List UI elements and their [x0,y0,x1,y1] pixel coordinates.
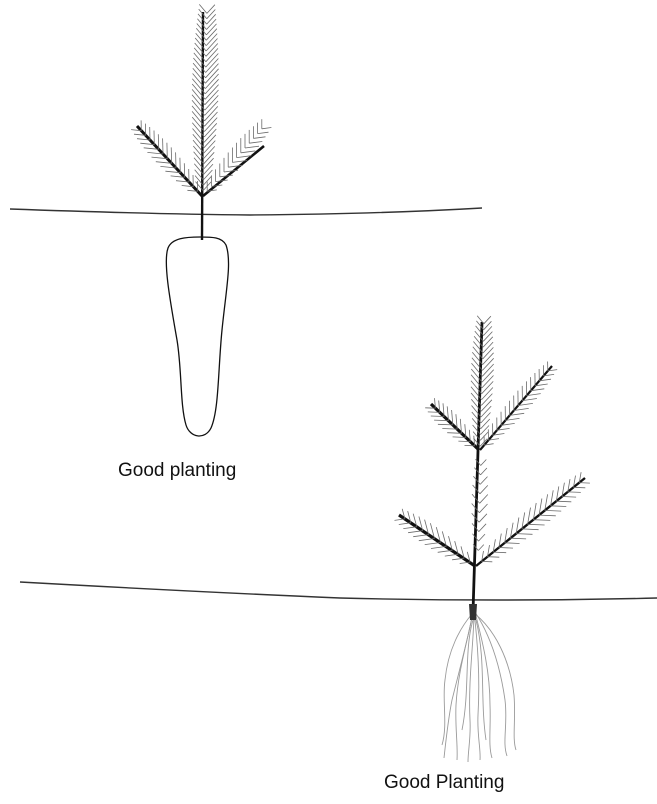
seedling-with-bare-root-icon [20,316,657,762]
needles-bottom [395,316,590,564]
branch-left-top [137,126,202,196]
seedling-with-plug-root-icon [10,4,482,436]
bare-roots [442,612,516,762]
stem-bottom [473,322,482,612]
branch-lower-right [476,478,585,566]
caption-good-planting-top: Good planting [118,460,236,482]
root-collar [469,604,477,620]
ground-line-bottom [20,582,657,600]
ground-line-top [10,208,482,215]
caption-good-planting-bottom: Good Planting [384,772,504,794]
root-plug-outline [166,237,228,436]
branch-upper-left [431,404,479,450]
